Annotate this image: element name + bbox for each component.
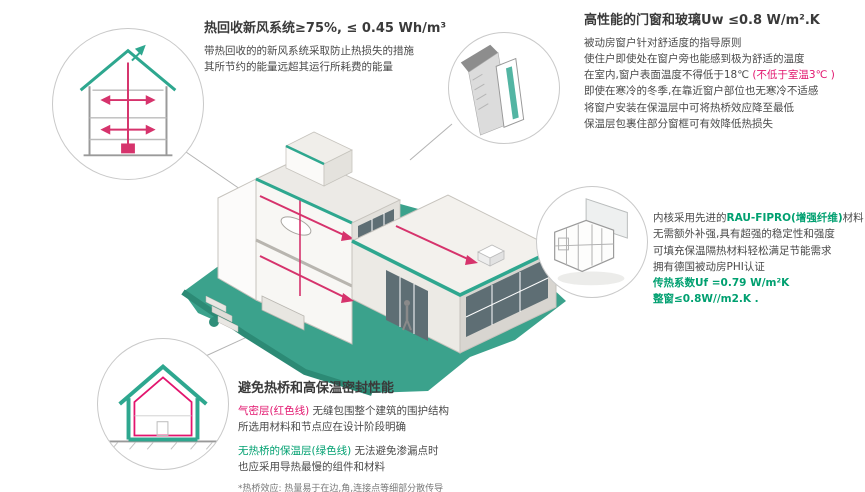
thermal-callout: 避免热桥和高保温密封性能 气密层(红色线) 无缝包围整个建筑的围护结构 所选用材… xyxy=(238,380,588,492)
thermal-line2: 所选用材料和节点应在设计阶段明确 xyxy=(238,420,406,433)
profile-uf-value: 传热系数Uf =0.79 W/m²K xyxy=(653,277,790,290)
glass-pane xyxy=(585,198,628,239)
thermal-line3-rest: 无法避免渗漏点时 xyxy=(351,445,439,458)
house-roof-right xyxy=(350,194,558,297)
wall-slab xyxy=(460,44,499,73)
ventilation-title: 热回收新风系统≥75%, ≤ 0.45 Wh/m³ xyxy=(204,21,447,36)
thermal-line3: 无热桥的保温层(绿色线) 无法避免渗漏点时 xyxy=(238,443,588,459)
window-detail-diagram xyxy=(460,44,525,136)
windows-body-line3-main: 在室内,窗户表面温度不得低于18℃ xyxy=(584,69,753,82)
bathtub xyxy=(280,216,312,236)
windows-title: 高性能的门窗和玻璃Uw ≤0.8 W/m².K xyxy=(584,13,820,28)
windows-callout: 高性能的门窗和玻璃Uw ≤0.8 W/m².K 被动房窗户针对舒适度的指导原则 … xyxy=(584,12,862,132)
profile-line2: 无需额外补强,具有超强的稳定性和强度 xyxy=(653,228,835,241)
windows-body-line2: 使住户即使处在窗户旁也能感到极为舒适的温度 xyxy=(584,52,805,65)
profile-detail-circle xyxy=(536,186,648,298)
hatch-lines xyxy=(472,73,489,111)
airtight-line-red xyxy=(133,376,193,437)
interior-door xyxy=(156,421,169,437)
roof-vent-unit xyxy=(477,244,505,267)
profile-chambers xyxy=(554,224,614,270)
thermal-spacer xyxy=(238,435,588,443)
kitchen-counter xyxy=(261,295,305,331)
garden-steps xyxy=(205,295,239,333)
heat-exchanger-unit xyxy=(121,143,135,154)
ventilation-body-line2: 其所节约的能量远超其运行所耗费的能量 xyxy=(204,60,393,73)
window-detail-circle xyxy=(448,32,560,144)
person-figure xyxy=(402,300,412,331)
thermal-line3-green: 无热桥的保温层(绿色线) xyxy=(238,445,352,458)
windows-body-line3-red: (不低于室温3℃ ) xyxy=(752,69,835,82)
profile-line1-material: RAU-FIPRO(增强纤维) xyxy=(726,212,843,224)
windows-body-line4: 即使在寒冷的冬季,在靠近窗户部位也无寒冷不适感 xyxy=(584,85,819,98)
thermal-line4: 也应采用导热最慢的组件和材料 xyxy=(238,461,385,474)
windows-body-line6: 保温层包裹住部分窗框可有效降低热损失 xyxy=(584,117,773,130)
windows-body-line1: 被动房窗户针对舒适度的指导原则 xyxy=(584,36,742,49)
thermal-detail-circle xyxy=(97,338,229,470)
insulation-outline-green xyxy=(118,363,208,442)
profile-diagram xyxy=(554,198,628,286)
windows-body-line3: 在室内,窗户表面温度不得低于18℃ (不低于室温3℃ ) xyxy=(584,67,862,83)
duct-lines xyxy=(100,62,156,154)
thermal-line1-rest: 无缝包围整个建筑的围护结构 xyxy=(309,404,450,417)
house-rear-wall xyxy=(217,178,257,301)
profile-line4: 拥有德国被动房PHI认证 xyxy=(653,260,765,273)
profile-callout: 内核采用先进的RAU-FIPRO(增强纤维)材料 无需额外补强,具有超强的稳定性… xyxy=(653,210,865,308)
ventilation-detail-circle xyxy=(52,28,204,180)
glazing-strip xyxy=(505,66,519,120)
thermal-diagram xyxy=(107,363,219,450)
thermal-footnote: *热桥效应: 热量易于在边,角,连接点等细部分散传导 xyxy=(238,483,444,492)
ventilation-ducts xyxy=(259,190,354,303)
ventilation-body-line1: 带热回收的的新风系统采取防止热损失的措施 xyxy=(204,44,414,57)
thermal-line1-red: 气密层(红色线) xyxy=(238,404,310,417)
ground-line xyxy=(107,440,219,450)
windows-body-line5: 将窗户安装在保温层中可将热桥效应降至最低 xyxy=(584,101,794,114)
thermal-title: 避免热桥和高保温密封性能 xyxy=(238,381,395,396)
profile-line1-post: 材料 xyxy=(842,212,864,224)
profile-uw-value: 整窗≤0.8W//m2.K . xyxy=(653,293,759,306)
ventilation-diagram xyxy=(79,44,177,157)
profile-line1-pre: 内核采用先进的 xyxy=(653,212,727,224)
wall-outline xyxy=(83,86,173,157)
roof-bulkhead xyxy=(285,131,353,187)
roof-outline xyxy=(79,48,177,92)
exhaust-arrow xyxy=(131,44,146,62)
profile-body xyxy=(554,219,615,273)
profile-line3: 可填充保温隔热材料轻松满足节能需求 xyxy=(653,244,832,257)
profile-shadow xyxy=(557,271,625,286)
profile-line1: 内核采用先进的RAU-FIPRO(增强纤维)材料 xyxy=(653,210,865,226)
ventilation-callout: 热回收新风系统≥75%, ≤ 0.45 Wh/m³ 带热回收的的新风系统采取防止… xyxy=(204,20,489,75)
thermal-line1: 气密层(红色线) 无缝包围整个建筑的围护结构 xyxy=(238,403,588,419)
house-cutaway-interior xyxy=(255,178,354,345)
